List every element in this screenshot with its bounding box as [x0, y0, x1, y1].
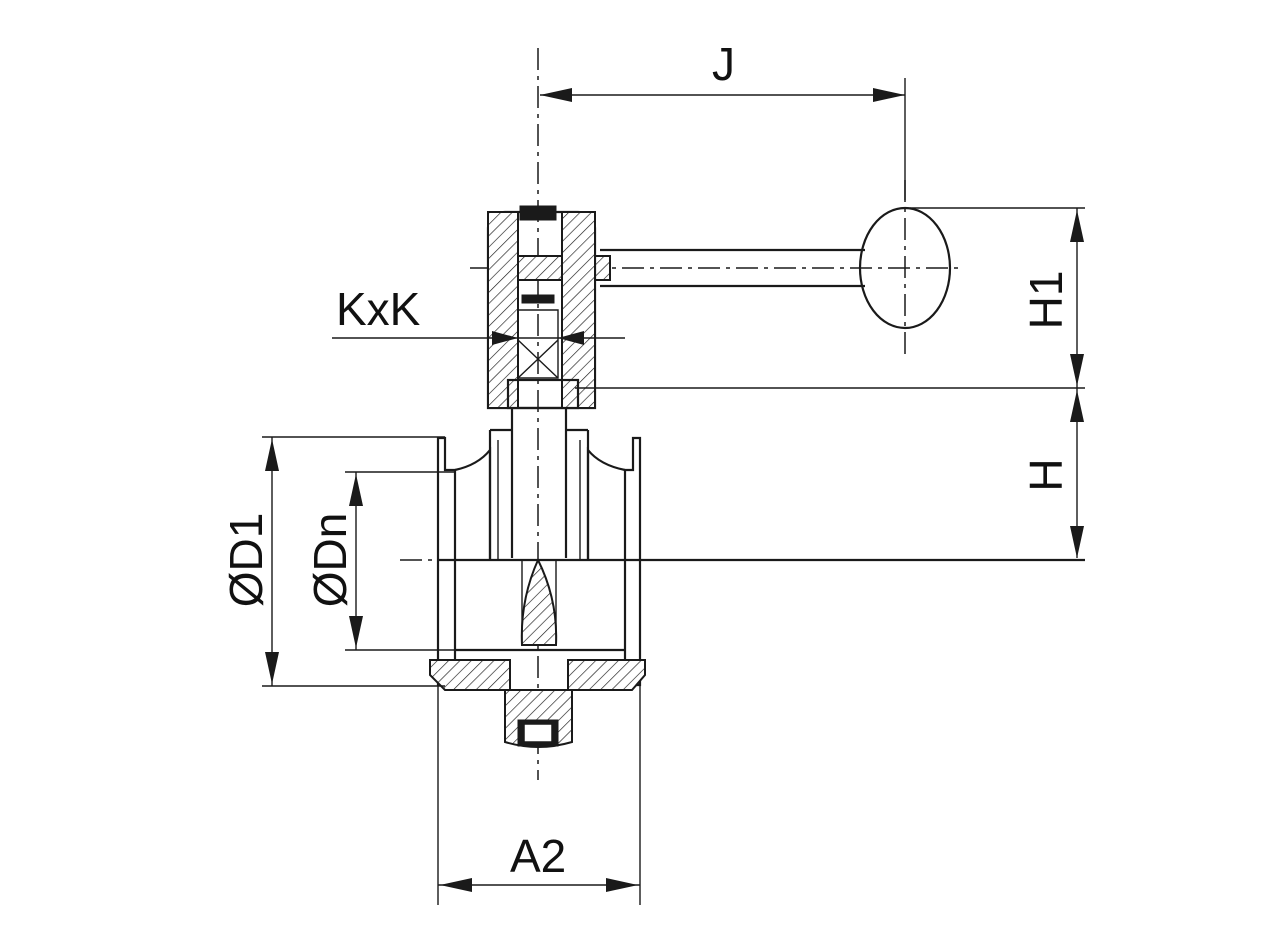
label-kxk: KxK: [336, 283, 421, 335]
valve-body: [429, 428, 1085, 748]
label-dn: ØDn: [304, 513, 356, 608]
label-a2: A2: [510, 830, 566, 882]
stem: [510, 408, 568, 558]
label-d1: ØD1: [220, 513, 272, 608]
dimension-lines: [262, 78, 1085, 905]
label-j: J: [712, 38, 735, 90]
label-h: H: [1020, 458, 1072, 491]
handle-head: [486, 205, 597, 410]
label-h1: H1: [1020, 271, 1072, 330]
